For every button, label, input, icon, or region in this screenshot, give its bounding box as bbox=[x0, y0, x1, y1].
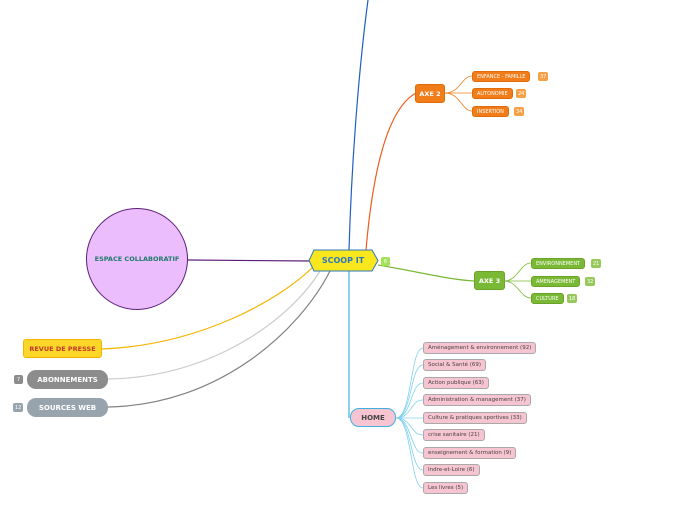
link-abonnements bbox=[107, 270, 321, 380]
axe3-node[interactable]: AXE 3 bbox=[474, 271, 505, 290]
espace-collaboratif-node[interactable]: ESPACE COLLABORATIF bbox=[86, 208, 188, 310]
home-node[interactable]: HOME bbox=[350, 408, 396, 427]
central-count-badge: 6 bbox=[381, 257, 390, 266]
home-child-4[interactable]: Culture & pratiques sportives (33) bbox=[423, 412, 527, 424]
axe3-child-0[interactable]: ENVIRONNEMENT bbox=[531, 258, 586, 269]
axe2-child-label: AUTONOMIE bbox=[477, 90, 508, 97]
central-node-shape bbox=[308, 249, 379, 272]
axe2-child-count: 37 bbox=[538, 72, 549, 81]
abonnements-count-badge: 7 bbox=[14, 375, 23, 384]
home-child-label: Social & Santé (69) bbox=[428, 362, 482, 368]
sources-web-count-badge: 12 bbox=[13, 403, 24, 412]
link-axe2 bbox=[365, 92, 417, 251]
home-child-7[interactable]: Indre-et-Loire (6) bbox=[423, 464, 480, 476]
home-child-6[interactable]: enseignement & formation (9) bbox=[423, 447, 517, 459]
abonnements-node[interactable]: ABONNEMENTS bbox=[27, 370, 108, 389]
home-child-label: crise sanitaire (21) bbox=[428, 432, 480, 438]
home-child-label: Action publique (63) bbox=[428, 380, 484, 386]
sources-web-node[interactable]: SOURCES WEB bbox=[27, 398, 108, 417]
link-axe3 bbox=[377, 264, 476, 282]
axe2-node[interactable]: AXE 2 bbox=[415, 84, 445, 103]
link-axe1 bbox=[348, 0, 369, 251]
home-child-3[interactable]: Administration & management (37) bbox=[423, 394, 531, 406]
axe2-label: AXE 2 bbox=[419, 89, 441, 98]
home-child-2[interactable]: Action publique (63) bbox=[423, 377, 489, 389]
link-espace bbox=[187, 259, 311, 262]
home-child-label: Les livres (5) bbox=[428, 485, 464, 491]
axe3-child-label: ENVIRONNEMENT bbox=[536, 260, 581, 267]
axe3-child-count: 18 bbox=[567, 294, 578, 303]
axe2-child-count: 34 bbox=[514, 107, 525, 116]
axe2-child-label: ENFANCE - FAMILLE bbox=[477, 73, 526, 80]
central-node-label: SCOOP IT bbox=[321, 256, 365, 265]
home-child-8[interactable]: Les livres (5) bbox=[423, 482, 469, 494]
home-label: HOME bbox=[361, 413, 385, 422]
abonnements-label: ABONNEMENTS bbox=[37, 375, 98, 384]
home-child-1[interactable]: Social & Santé (69) bbox=[423, 359, 487, 371]
central-node[interactable]: SCOOP IT bbox=[308, 249, 378, 272]
home-child-label: Culture & pratiques sportives (33) bbox=[428, 415, 522, 421]
axe2-child-0[interactable]: ENFANCE - FAMILLE bbox=[472, 71, 531, 82]
home-child-label: Indre-et-Loire (6) bbox=[428, 467, 475, 473]
axe3-child-1[interactable]: AMENAGEMENT bbox=[531, 276, 581, 287]
axe3-child-label: CULTURE bbox=[536, 295, 559, 302]
home-child-0[interactable]: Aménagement & environnement (92) bbox=[423, 342, 537, 354]
axe2-child-count: 24 bbox=[516, 89, 527, 98]
home-child-label: Aménagement & environnement (92) bbox=[428, 345, 532, 351]
axe2-child-1[interactable]: AUTONOMIE bbox=[472, 88, 513, 99]
axe3-child-count: 32 bbox=[585, 277, 596, 286]
home-child-5[interactable]: crise sanitaire (21) bbox=[423, 429, 485, 441]
espace-collaboratif-label: ESPACE COLLABORATIF bbox=[94, 255, 180, 263]
axe3-child-2[interactable]: CULTURE bbox=[531, 293, 564, 304]
link-sources bbox=[107, 270, 331, 408]
axe2-child-2[interactable]: INSERTION bbox=[472, 106, 509, 117]
sources-web-label: SOURCES WEB bbox=[38, 403, 97, 412]
axe3-label: AXE 3 bbox=[478, 276, 501, 285]
link-revue bbox=[101, 265, 315, 350]
revue-de-presse-label: REVUE DE PRESSE bbox=[29, 344, 96, 353]
home-child-label: enseignement & formation (9) bbox=[428, 450, 512, 456]
axe2-child-label: INSERTION bbox=[477, 108, 504, 115]
axe3-child-label: AMENAGEMENT bbox=[536, 278, 576, 285]
axe3-child-count: 21 bbox=[591, 259, 602, 268]
home-child-label: Administration & management (37) bbox=[428, 397, 526, 403]
revue-de-presse-node[interactable]: REVUE DE PRESSE bbox=[23, 339, 102, 358]
